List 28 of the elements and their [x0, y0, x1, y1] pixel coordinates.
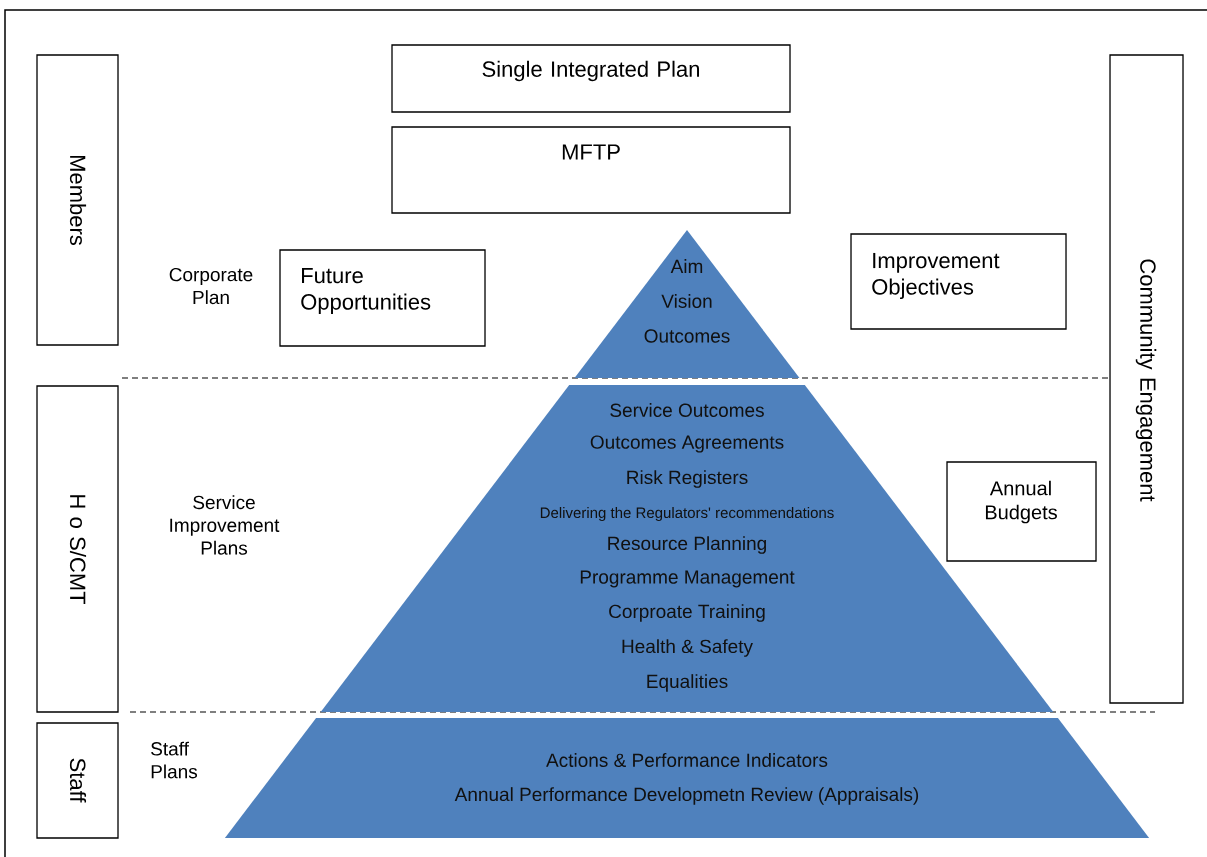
- text-box: Annual Budgets: [946, 461, 1097, 562]
- tier-text: Service Outcomes: [610, 403, 764, 417]
- tier-text: Outcomes Agreements: [590, 435, 784, 453]
- side-band: Staff: [36, 722, 119, 839]
- tier-text: Actions & Performance Indicators: [546, 753, 828, 767]
- level-label: Service Improvement Plans: [170, 495, 280, 555]
- tier-text: Delivering the Regulators' recommendations: [540, 507, 834, 521]
- pyramid-tier: [224, 718, 1150, 838]
- text-box: Single Integrated Plan: [391, 44, 791, 113]
- level-label: Corporate Plan: [169, 267, 253, 305]
- side-band: Members: [36, 54, 119, 346]
- tier-text: Corproate Training: [609, 604, 765, 622]
- level-label: Staff Plans: [151, 741, 198, 779]
- text-box: MFTP: [391, 126, 791, 214]
- pyramid-tier: [574, 230, 800, 378]
- tier-text: Outcomes: [644, 329, 730, 343]
- side-band: H o S/CMT: [36, 385, 119, 713]
- tier-text: Health & Safety: [622, 639, 753, 657]
- text-box: Future Opportunities: [279, 249, 486, 347]
- tier-text: Aim: [670, 259, 703, 273]
- tier-text: Vision: [661, 294, 712, 308]
- text-box: Improvement Objectives: [850, 233, 1067, 330]
- tier-text: Programme Management: [580, 570, 795, 588]
- tier-text: Risk Registers: [627, 470, 748, 488]
- tier-text: Equalities: [647, 674, 728, 692]
- side-band: Community Engagement: [1109, 54, 1184, 704]
- tier-text: Annual Performance Developmetn Review (Appraisals): [454, 787, 919, 805]
- tier-text: Resource Planning: [608, 536, 766, 554]
